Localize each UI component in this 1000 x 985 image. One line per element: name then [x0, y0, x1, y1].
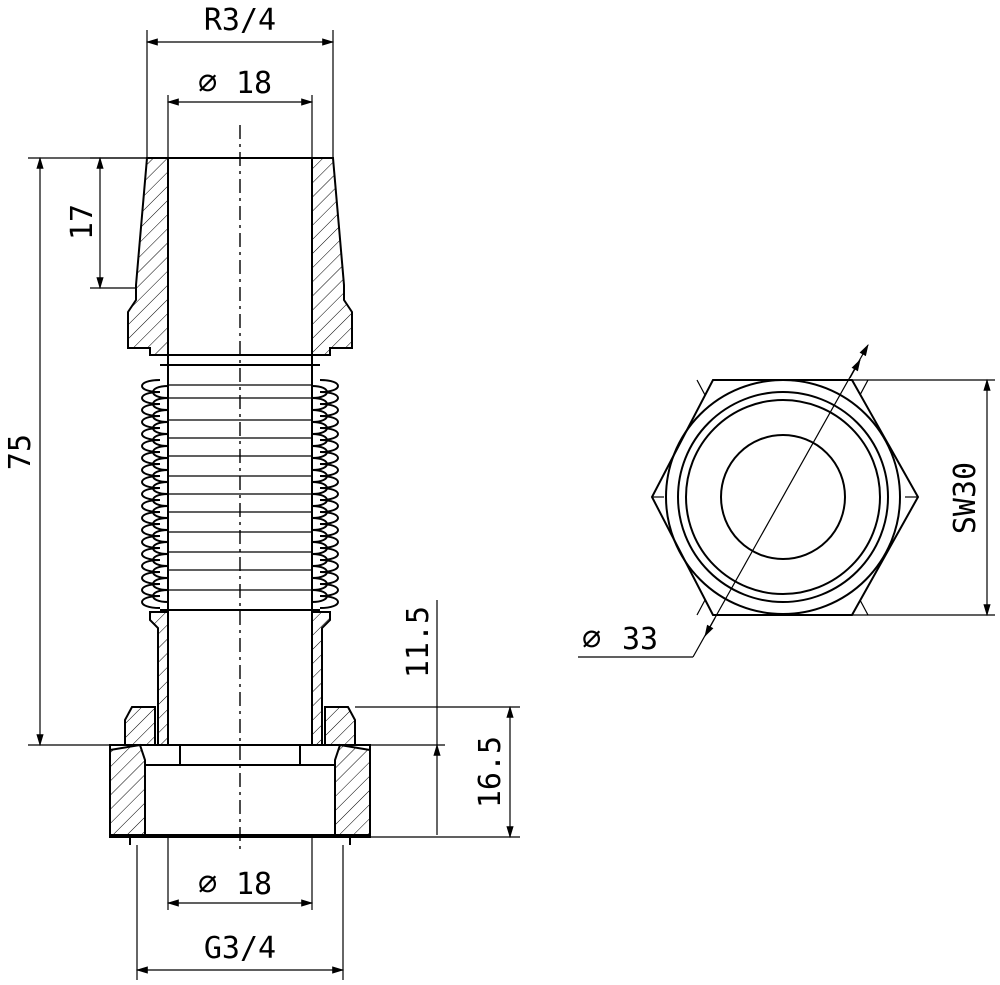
- overall-length-label: 75: [3, 434, 38, 470]
- top-bore-diameter-symbol: ∅: [198, 63, 217, 101]
- nut-outline: [109, 744, 371, 838]
- dimension-g34: G3/4: [135, 845, 345, 980]
- bellows-lines: [168, 384, 312, 591]
- tail-wall-right: [311, 157, 353, 356]
- top-length-label: 17: [65, 204, 100, 240]
- outer-circle: [665, 379, 901, 615]
- collar-left: [124, 706, 156, 746]
- nut-wall-left: [109, 743, 146, 836]
- nut-gap-label: 11.5: [401, 606, 436, 678]
- dimension-overall-length: 75: [3, 156, 147, 747]
- hex-outline: [650, 379, 920, 616]
- side-section-view: [109, 125, 371, 850]
- bottom-bore-label: 18: [236, 867, 272, 902]
- top-bore-label: 18: [236, 66, 272, 101]
- dimension-top-length: 17: [65, 156, 147, 290]
- dimension-nut-gap: 11.5: [355, 600, 520, 835]
- bottom-thread-label: G3/4: [204, 931, 276, 966]
- ring-circle-2: [685, 399, 881, 595]
- dimension-d33: ∅ 33: [578, 343, 869, 658]
- nut-height-label: 16.5: [473, 736, 508, 808]
- top-thread-label: R3/4: [204, 3, 276, 38]
- outer-diameter-label: 33: [622, 622, 658, 657]
- dimension-nut-height: 16.5: [370, 705, 520, 839]
- wrench-size-label: SW30: [948, 462, 983, 534]
- bellows-coil-right: [311, 379, 339, 609]
- dimension-top-bore: ∅ 18: [166, 63, 314, 158]
- dimension-bottom-bore: ∅ 18: [166, 837, 314, 910]
- bottom-bore-diameter-symbol: ∅: [198, 864, 217, 902]
- tail-wall-left: [127, 157, 169, 356]
- nut-wall-right: [334, 743, 371, 836]
- outer-diameter-symbol: ∅: [582, 619, 601, 657]
- dimension-r34: R3/4: [145, 3, 335, 158]
- dimension-sw30: SW30: [852, 378, 995, 617]
- bore-circle: [720, 434, 846, 560]
- bellows-coil-left: [141, 379, 169, 609]
- end-view: [650, 379, 920, 616]
- collar-right: [324, 706, 356, 746]
- ring-circle-1: [677, 391, 889, 603]
